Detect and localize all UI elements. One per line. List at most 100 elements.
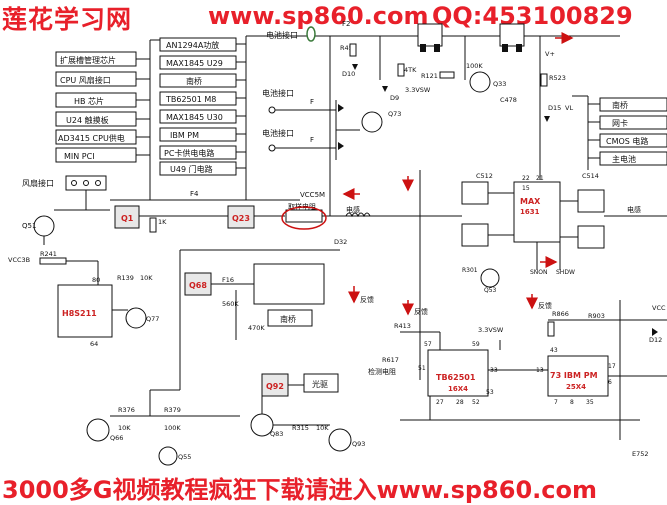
right-box-label: CMOS 电路 — [606, 136, 648, 146]
r4tk-label: 4TK — [404, 66, 417, 74]
mid-box-label: U49 门电路 — [170, 164, 213, 174]
q1-mosfet — [114, 205, 140, 229]
feedback-label-2: 反馈 — [414, 307, 428, 316]
fan-pin — [95, 180, 101, 186]
fuse-f2-label: F2 — [342, 20, 350, 28]
tb-pin: 53 — [486, 389, 494, 396]
left-box-label: U24 触摸板 — [66, 115, 109, 125]
top-banner: 莲花学习网 www.sp860.com QQ:453100829 — [0, 0, 667, 34]
feedback-label-1: 反馈 — [360, 295, 374, 304]
ibm-chip-sub: 25X4 — [566, 383, 586, 391]
d10-diode — [352, 64, 358, 70]
mid-box-label: TB62501 M8 — [165, 95, 216, 104]
mid-box-label: AN1294A功放 — [166, 40, 219, 50]
max1631-chip — [513, 181, 561, 243]
vl-label: VL — [565, 104, 573, 112]
controller-wires — [400, 300, 667, 440]
fuse-bank — [253, 263, 325, 305]
mid-box-label: MAX1845 U30 — [166, 113, 223, 122]
right-box-label: 主电池 — [612, 154, 636, 164]
vcc-right-label: VCC — [652, 304, 666, 312]
r523-resistor — [540, 73, 548, 87]
tb-pin: 28 — [456, 399, 464, 406]
r523-label: R523 — [549, 74, 566, 82]
q93-transistor — [328, 428, 352, 452]
r121-resistor — [439, 71, 455, 79]
h8s-pin-64: 64 — [90, 340, 98, 348]
r1k-label: 1K — [158, 218, 167, 226]
tb-chip-sub: 16X4 — [448, 385, 468, 393]
q33-label: Q33 — [493, 80, 506, 88]
fan-port-label: 风扇接口 — [22, 178, 54, 188]
battery-port-1-label: 电池接口 — [262, 88, 294, 98]
vcc3b-label: VCC3B — [8, 256, 30, 264]
q93-label: Q93 — [352, 440, 365, 448]
qq-contact: QQ:453100829 — [432, 2, 633, 30]
ibm-pin: 8 — [570, 399, 574, 406]
left-box-group — [55, 51, 137, 163]
fan-wires — [43, 190, 110, 245]
r241-label: R241 — [40, 250, 57, 258]
ibm-pin: 6 — [608, 379, 612, 386]
left-box-label: MIN PCI — [64, 152, 95, 161]
port-2-pin — [268, 144, 276, 152]
v33-label-2: 3.3VSW — [478, 326, 504, 334]
battery-port-top-label: 电池接口 — [266, 30, 298, 40]
r376-value: 10K — [118, 424, 131, 432]
r376-label: R376 — [118, 406, 135, 414]
left-box-wires — [136, 39, 160, 200]
fuse-f16-label: F16 — [222, 276, 234, 284]
shdw-label: SHDW — [556, 269, 575, 276]
max-region-wires — [419, 170, 667, 380]
max-pin: 21 — [536, 175, 544, 182]
q7-label: Q77 — [146, 315, 159, 323]
q23-label: Q23 — [232, 214, 250, 223]
q1-label: Q1 — [121, 214, 134, 223]
h8s-chip-label: H8S211 — [62, 309, 97, 318]
v-plus-label: V+ — [545, 50, 555, 58]
q73-transistor — [361, 111, 383, 133]
port-diode-1 — [338, 104, 344, 112]
h8s211-chip — [57, 284, 113, 338]
site-name: 莲花学习网 — [2, 5, 133, 34]
r866-resistor — [547, 321, 555, 337]
d10-label: D10 — [342, 70, 355, 78]
mid-box-label: 南桥 — [186, 76, 202, 86]
south-bridge-label: 南桥 — [280, 314, 296, 324]
fan-pin — [83, 180, 89, 186]
q51-transistor — [33, 215, 55, 237]
r301-label: R301 — [462, 267, 478, 274]
c512-label: C512 — [476, 172, 493, 180]
inductor-label: 电感 — [346, 205, 360, 214]
h8s-pin-80: 80 — [92, 276, 100, 284]
c478-label: C478 — [500, 96, 517, 104]
ibm-pin: 35 — [586, 399, 594, 406]
left-box-label: AD3415 CPU供电 — [58, 133, 125, 143]
r453-label: R453 — [340, 44, 357, 52]
mosfet-max-upper-right — [577, 189, 605, 213]
mid-box-label: MAX1845 U29 — [166, 59, 223, 68]
right-box-label: 网卡 — [612, 118, 628, 128]
sense-resistor-highlight — [281, 206, 327, 230]
r560k-label: 560K — [222, 300, 239, 308]
r241-resistor — [39, 257, 67, 265]
q53-label: Q53 — [484, 287, 497, 294]
d9-label: D9 — [390, 94, 399, 102]
r100k-label: 100K — [466, 62, 483, 70]
main-power-rail — [110, 199, 420, 217]
battery-port-wires — [275, 100, 360, 160]
bottom-banner[interactable]: 3000多G视频教程疯狂下载请进入www.sp860.com — [2, 476, 597, 504]
tb-pin: 57 — [424, 341, 432, 348]
sense-resistor — [285, 209, 323, 223]
d32-label: D32 — [334, 238, 347, 246]
tb62501-chip — [427, 349, 489, 397]
fuse-bank-wires — [179, 249, 340, 390]
site-url[interactable]: www.sp860.com — [208, 2, 429, 30]
south-bridge-box — [267, 309, 313, 327]
d12-diode — [652, 328, 658, 336]
q55-label: Q55 — [178, 453, 191, 461]
d12-label: D12 — [649, 336, 662, 344]
max-chip-label: MAX — [520, 197, 541, 206]
left-box-label: HB 芯片 — [74, 96, 104, 106]
port-1-pin — [268, 106, 276, 114]
